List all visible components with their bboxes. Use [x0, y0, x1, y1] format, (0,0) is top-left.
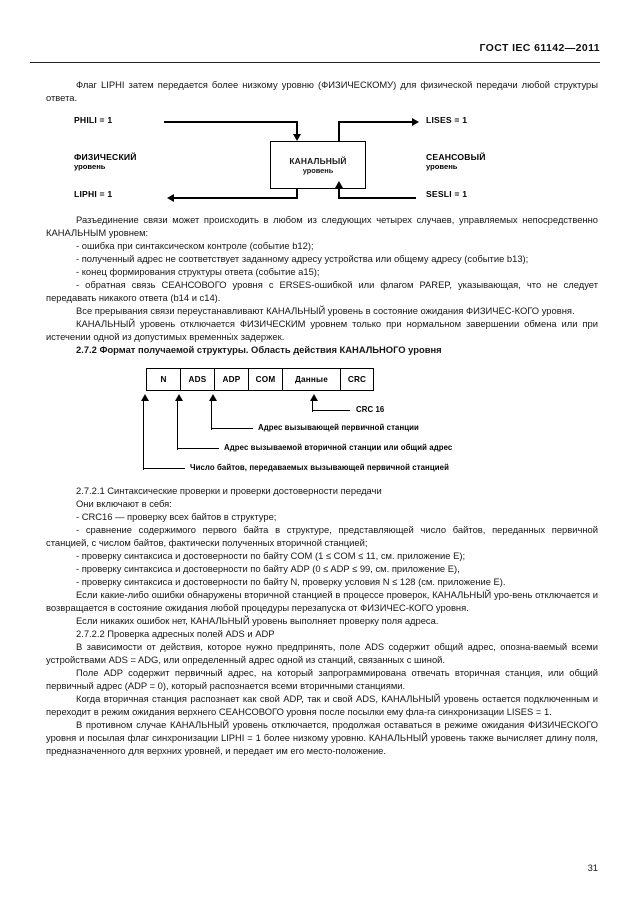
paragraph-on-errors: Если какие-либо ошибки обнаружены вторич…: [46, 589, 598, 613]
frame-cell-ads: ADS: [181, 369, 215, 390]
callout-label-n: Число байтов, передаваемых вызывающей пе…: [190, 463, 449, 472]
bullet-end-of-response-a15: - конец формирования структуры ответа (с…: [76, 266, 320, 277]
arrow-line-phili-horizontal: [164, 121, 298, 123]
callout-line-crc-horizontal: [312, 410, 350, 412]
bullet-check-com: - проверку синтаксиса и достоверности по…: [76, 550, 466, 561]
page-header-standard-title: ГОСТ IEC 61142—2011: [479, 42, 600, 54]
paragraph-checks-include: Они включают в себя:: [76, 498, 172, 509]
callout-label-crc: CRC 16: [356, 405, 385, 414]
frame-format-diagram: N ADS ADP COM Данные CRC CRC 16 Адрес вы…: [46, 364, 598, 482]
paragraph-no-errors: Если никаких ошибок нет, КАНАЛЬНЫЙ урове…: [76, 615, 439, 626]
layer-label-session: СЕАНСОВЫЙ уровень: [426, 152, 486, 171]
paragraph-otherwise-disconnect: В противном случае КАНАЛЬНЫЙ уровень отк…: [46, 719, 598, 756]
callout-label-adp: Адрес вызывающей первичной станции: [258, 423, 419, 432]
paragraph-disconnect-cases: Разъединение связи может происходить в л…: [46, 214, 598, 238]
bullet-error-syntax-b12: - ошибка при синтаксическом контроле (со…: [76, 240, 314, 251]
paragraph-intro: Флаг LIPHI затем передается более низком…: [46, 79, 598, 103]
arrowhead-callout-n: [141, 394, 149, 401]
layer-box-link: КАНАЛЬНЫЙ уровень: [270, 141, 366, 189]
bullet-check-byte-count: - сравнение содержимого первого байта в …: [46, 524, 598, 548]
arrow-line-lises-horizontal: [338, 121, 414, 123]
flag-label-lises: LISES = 1: [426, 115, 468, 125]
layer-label-physical-sub: уровень: [74, 162, 106, 171]
arrowhead-lises-to-session: [412, 118, 419, 126]
layer-box-link-line2: уровень: [302, 165, 334, 175]
arrow-line-liphi-vertical: [296, 189, 298, 199]
callout-line-crc-vertical: [312, 400, 314, 412]
layer-synchronization-diagram: PHILI = 1 LISES = 1 LIPHI = 1 SESLI = 1 …: [46, 113, 598, 209]
flag-label-liphi: LIPHI = 1: [74, 189, 113, 199]
arrowhead-sesli-into-link: [335, 181, 343, 188]
document-content: Флаг LIPHI затем передается более низком…: [46, 78, 598, 757]
layer-label-physical: ФИЗИЧЕСКИЙ уровень: [74, 152, 137, 171]
callout-line-n-horizontal: [143, 468, 185, 470]
arrow-line-phili-vertical: [296, 121, 298, 135]
frame-cell-data: Данные: [283, 369, 341, 390]
paragraph-adp-field: Поле ADP содержит первичный адрес, на ко…: [46, 667, 598, 691]
arrow-line-sesli-horizontal: [338, 197, 416, 199]
callout-line-n-vertical: [143, 400, 145, 470]
frame-cell-com: COM: [249, 369, 283, 390]
frame-structure-row: N ADS ADP COM Данные CRC: [146, 368, 374, 391]
callout-line-ads-horizontal: [177, 448, 219, 450]
paragraph-station-recognizes: Когда вторичная станция распознает как с…: [46, 693, 598, 717]
paragraph-ads-field: В зависимости от действия, которое нужно…: [46, 641, 598, 665]
callout-line-adp-horizontal: [211, 428, 253, 430]
bullet-check-adp: - проверку синтаксиса и достоверности по…: [76, 563, 460, 574]
layer-label-physical-name: ФИЗИЧЕСКИЙ: [74, 152, 137, 162]
paragraph-link-layer-disabled: КАНАЛЬНЫЙ уровень отключается ФИЗИЧЕСКИМ…: [46, 318, 598, 342]
section-heading-2-7-2: 2.7.2 Формат получаемой структуры. Облас…: [76, 344, 442, 355]
layer-label-session-sub: уровень: [426, 162, 458, 171]
bullet-session-feedback-b14-c14: - обратная связь СЕАНСОВОГО уровня с ERS…: [46, 279, 598, 303]
arrowhead-liphi-to-physical: [167, 194, 174, 202]
bullet-check-n: - проверку синтаксиса и достоверности по…: [76, 576, 506, 587]
layer-label-session-name: СЕАНСОВЫЙ: [426, 152, 486, 162]
flag-label-sesli: SESLI = 1: [426, 189, 468, 199]
arrow-line-lises-vertical: [338, 121, 340, 142]
arrow-line-sesli-vertical: [338, 187, 340, 198]
arrowhead-callout-ads: [175, 394, 183, 401]
page-number: 31: [587, 862, 598, 873]
frame-cell-crc: CRC: [347, 375, 367, 384]
section-heading-2-7-2-1: 2.7.2.1 Синтаксические проверки и провер…: [76, 485, 382, 496]
paragraph-all-interrupts: Все прерывания связи переустанавливают К…: [76, 305, 575, 316]
arrowhead-phili-into-link: [293, 134, 301, 141]
flag-label-phili: PHILI = 1: [74, 115, 113, 125]
frame-cell-n: N: [147, 369, 181, 390]
bullet-address-mismatch-b13: - полученный адрес не соответствует зада…: [76, 253, 529, 264]
arrowhead-callout-crc: [310, 394, 318, 401]
bullet-check-crc16: - CRC16 — проверку всех байтов в структу…: [76, 511, 277, 522]
arrow-line-liphi-horizontal: [174, 197, 298, 199]
callout-label-ads: Адрес вызываемой вторичной станции или о…: [224, 443, 453, 452]
section-heading-2-7-2-2: 2.7.2.2 Проверка адресных полей ADS и AD…: [76, 628, 275, 639]
layer-box-link-line1: КАНАЛЬНЫЙ: [289, 155, 347, 166]
callout-line-ads-vertical: [177, 400, 179, 450]
frame-cell-adp: ADP: [215, 369, 249, 390]
callout-line-adp-vertical: [211, 400, 213, 430]
header-divider: [30, 62, 600, 63]
arrowhead-callout-adp: [209, 394, 217, 401]
